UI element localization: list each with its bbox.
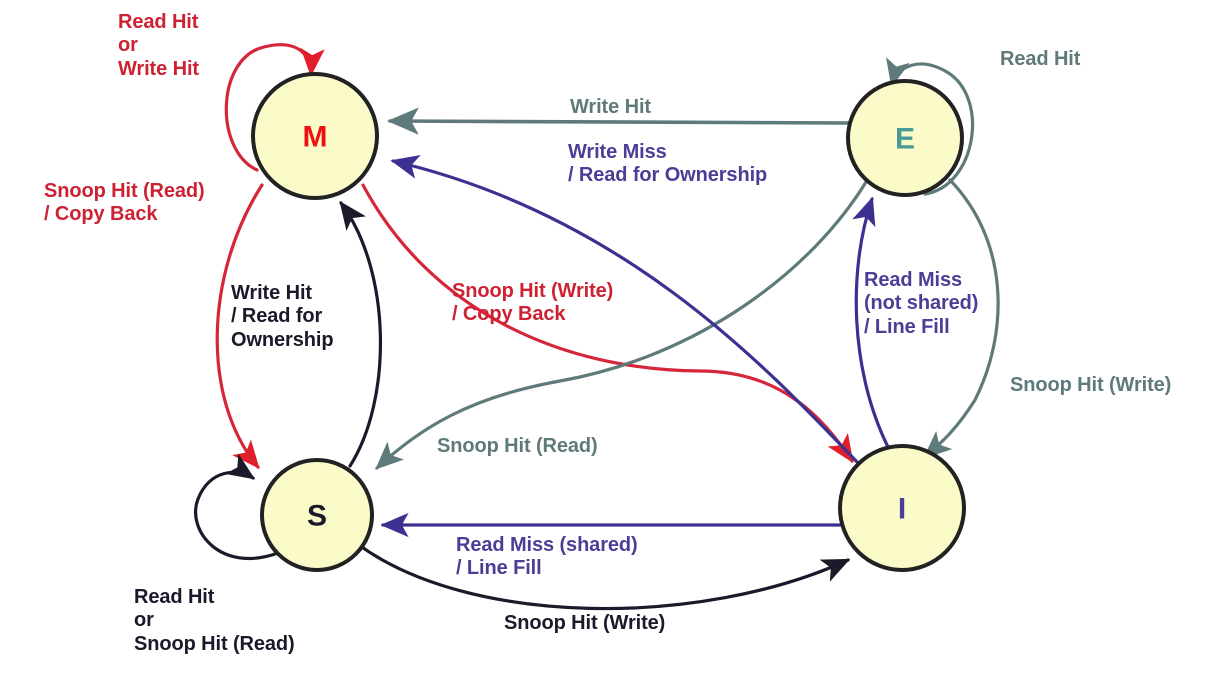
edge-label-i-to-s: Read Miss (shared) / Line Fill <box>456 534 638 580</box>
edge-i-to-m <box>390 154 860 465</box>
edge-label-m-to-i: Snoop Hit (Write) / Copy Back <box>452 280 614 326</box>
node-s[interactable]: S <box>260 458 374 572</box>
edge-label-i-to-e: Read Miss (not shared) / Line Fill <box>864 269 979 338</box>
edge-m-to-s <box>215 183 264 469</box>
node-m[interactable]: M <box>251 72 379 200</box>
edge-label-e-to-m: Write Hit <box>570 96 651 118</box>
edge-m-to-m <box>224 43 325 172</box>
edge-label-m-to-s: Snoop Hit (Read) / Copy Back <box>44 180 205 226</box>
edge-label-s-to-i: Snoop Hit (Write) <box>504 612 666 634</box>
edge-e-to-m <box>387 107 850 135</box>
edge-i-to-e <box>852 196 890 449</box>
node-i-label: I <box>898 493 906 526</box>
node-i-circle[interactable] <box>838 444 966 572</box>
node-s-label: S <box>307 500 327 533</box>
node-m-label: M <box>303 121 328 154</box>
edge-e-to-s <box>375 180 868 470</box>
edge-label-e-self: Read Hit <box>1000 48 1081 70</box>
edge-label-i-to-m: Write Miss / Read for Ownership <box>568 141 768 187</box>
edge-label-m-self: Read Hit or Write Hit <box>118 11 199 80</box>
node-e[interactable]: E <box>846 79 964 197</box>
node-m-circle[interactable] <box>251 72 379 200</box>
edge-e-to-e <box>886 57 975 196</box>
edge-s-to-s <box>194 453 280 560</box>
node-i[interactable]: I <box>838 444 966 572</box>
edge-label-e-to-i: Snoop Hit (Write) <box>1010 374 1172 396</box>
edge-s-to-m <box>339 200 382 468</box>
edge-e-to-i <box>923 178 1000 459</box>
node-s-circle[interactable] <box>260 458 374 572</box>
edge-label-s-to-m: Write Hit / Read for Ownership <box>231 282 334 351</box>
edge-s-to-i <box>357 543 851 611</box>
edge-label-e-to-s: Snoop Hit (Read) <box>437 435 598 457</box>
edge-label-s-self: Read Hit or Snoop Hit (Read) <box>134 586 295 655</box>
node-e-label: E <box>895 123 915 156</box>
node-e-circle[interactable] <box>846 79 964 197</box>
